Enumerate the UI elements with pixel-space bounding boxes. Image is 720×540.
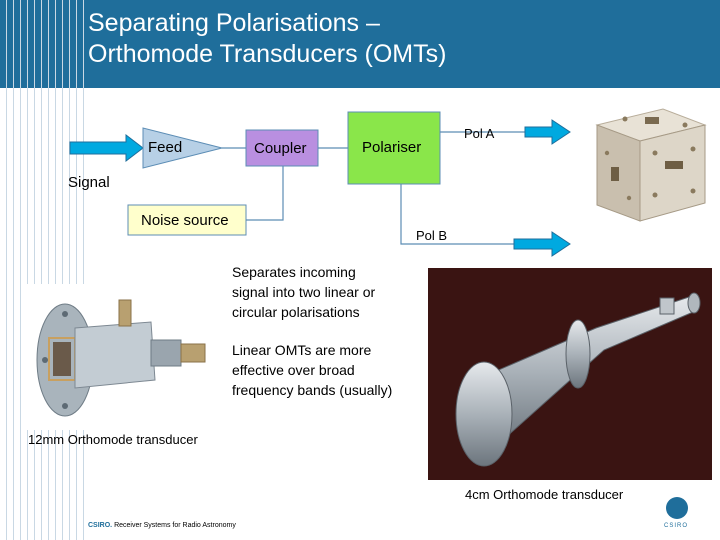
caption-4cm: 4cm Orthomode transducer bbox=[465, 487, 624, 502]
omt-12mm-photo bbox=[23, 284, 231, 430]
noise-source-box bbox=[127, 204, 247, 236]
csiro-logo-text: CSIRO bbox=[664, 523, 689, 529]
footer-subtitle: Receiver Systems for Radio Astronomy bbox=[112, 522, 236, 529]
omt-12mm-image bbox=[36, 299, 206, 417]
omt-4cm-photo bbox=[428, 268, 712, 480]
feed-label: Feed bbox=[148, 139, 183, 156]
noise-source-label: Noise source bbox=[141, 212, 229, 229]
pol-b-label: Pol B bbox=[416, 228, 448, 243]
omt-4cm-image bbox=[428, 268, 712, 480]
pol-b-arrow-icon bbox=[513, 231, 571, 257]
pol-b-line bbox=[400, 184, 514, 245]
description-paragraph-2: Linear OMTs are more effective over broa… bbox=[232, 342, 393, 398]
signal-label: Signal bbox=[68, 174, 110, 191]
csiro-logo-icon bbox=[666, 497, 688, 519]
cube-omt-photo bbox=[585, 103, 710, 228]
cube-omt-image bbox=[595, 108, 707, 222]
footer-brand: CSIRO. bbox=[88, 522, 113, 529]
pol-a-arrow-icon bbox=[524, 119, 571, 145]
caption-12mm: 12mm Orthomode transducer bbox=[28, 432, 198, 447]
coupler-box bbox=[245, 129, 319, 167]
header-bar: Separating Polarisations – Orthomode Tra… bbox=[0, 0, 720, 88]
slide-title: Separating Polarisations – Orthomode Tra… bbox=[88, 9, 447, 68]
polariser-label: Polariser bbox=[362, 139, 422, 156]
decorative-stripes bbox=[0, 0, 86, 540]
pol-a-label: Pol A bbox=[464, 126, 495, 141]
description-paragraph-1: Separates incoming signal into two linea… bbox=[232, 264, 376, 320]
footer-text: CSIRO. Receiver Systems for Radio Astron… bbox=[88, 522, 236, 529]
feed-horn-shape bbox=[142, 127, 223, 169]
input-arrow-icon bbox=[69, 133, 144, 163]
diagram-connectors bbox=[222, 131, 525, 245]
polariser-box bbox=[347, 111, 441, 185]
coupler-label: Coupler bbox=[254, 140, 307, 157]
coupler-noise-line bbox=[246, 166, 284, 221]
